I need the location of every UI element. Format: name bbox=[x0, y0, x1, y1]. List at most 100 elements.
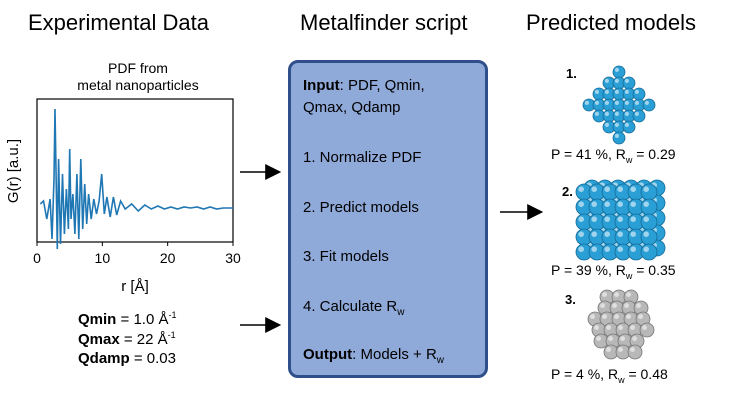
x-axis-label: r [Å] bbox=[121, 278, 149, 295]
script-input-label: Input bbox=[303, 77, 340, 94]
atom-highlight bbox=[604, 186, 610, 192]
param-qmin-value: = 1.0 Å bbox=[116, 311, 169, 328]
atom-highlight bbox=[643, 201, 649, 207]
atom-highlight bbox=[630, 201, 636, 207]
pdf-series-line bbox=[39, 108, 233, 250]
atom-highlight bbox=[618, 347, 623, 352]
atom-highlight bbox=[604, 231, 610, 237]
x-tick-label: 20 bbox=[160, 250, 176, 266]
atom-highlight bbox=[638, 314, 643, 319]
atom-highlight bbox=[604, 78, 609, 83]
model-2-number: 2. bbox=[562, 184, 573, 199]
param-qdamp-value: = 0.03 bbox=[129, 350, 176, 367]
atom-highlight bbox=[596, 336, 601, 341]
script-input-text: : PDF, Qmin, bbox=[339, 77, 425, 94]
atom-highlight bbox=[614, 292, 619, 297]
model-1-rw-value: = 0.29 bbox=[632, 146, 676, 162]
param-qmax: Qmax = 22 Å-1 bbox=[78, 330, 248, 350]
script-input-line2: Qmax, Qdamp bbox=[303, 99, 401, 116]
atom-highlight bbox=[578, 231, 584, 237]
chart-title-line2: metal nanoparticles bbox=[77, 77, 198, 93]
metalfinder-script-heading: Metalfinder script bbox=[300, 10, 468, 35]
atom-highlight bbox=[643, 246, 649, 252]
x-tick-label: 30 bbox=[225, 250, 241, 266]
atom-sphere bbox=[642, 98, 656, 112]
atom-highlight bbox=[624, 122, 629, 127]
atom-sphere bbox=[622, 120, 636, 134]
atom-highlight bbox=[642, 325, 647, 330]
atom-highlight bbox=[618, 325, 623, 330]
model-3-probability: P = 4 %, R bbox=[551, 366, 619, 382]
atom-highlight bbox=[630, 186, 636, 192]
atom-highlight bbox=[617, 186, 623, 192]
atom-highlight bbox=[626, 314, 631, 319]
atom-highlight bbox=[630, 325, 635, 330]
plot-frame bbox=[36, 98, 234, 243]
atom-sphere bbox=[632, 87, 646, 101]
atom-highlight bbox=[630, 246, 636, 252]
atom-highlight bbox=[604, 246, 610, 252]
param-qmin: Qmin = 1.0 Å-1 bbox=[78, 310, 248, 330]
atom-sphere bbox=[640, 198, 658, 216]
atom-highlight bbox=[584, 100, 589, 105]
script-step-calculate-text: 4. Calculate R bbox=[303, 298, 398, 315]
atom-highlight bbox=[578, 201, 584, 207]
atom-highlight bbox=[591, 246, 597, 252]
atom-highlight bbox=[614, 122, 619, 127]
model-2-rw-sub: w bbox=[625, 270, 633, 281]
atom-highlight bbox=[624, 303, 629, 308]
atom-highlight bbox=[604, 100, 609, 105]
model-1-octahedral-cluster bbox=[582, 65, 656, 145]
chart-title-line1: PDF from bbox=[108, 60, 168, 76]
param-qdamp-name: Qdamp bbox=[78, 350, 130, 367]
model-2-caption: P = 39 %, Rw = 0.35 bbox=[551, 262, 676, 281]
atom-highlight bbox=[624, 111, 629, 116]
atom-highlight bbox=[591, 186, 597, 192]
atom-highlight bbox=[643, 231, 649, 237]
atom-highlight bbox=[643, 186, 649, 192]
script-step-normalize: 1. Normalize PDF bbox=[303, 149, 422, 166]
atom-highlight bbox=[602, 314, 607, 319]
atom-highlight bbox=[614, 67, 619, 72]
atom-highlight bbox=[632, 336, 637, 341]
script-output-sub: w bbox=[436, 355, 445, 366]
atom-highlight bbox=[634, 89, 639, 94]
atom-highlight bbox=[600, 303, 605, 308]
atom-highlight bbox=[578, 216, 584, 222]
atom-highlight bbox=[590, 314, 595, 319]
predicted-models-heading: Predicted models bbox=[526, 10, 696, 35]
atom-highlight bbox=[614, 100, 619, 105]
script-output-line: Output: Models + Rw bbox=[303, 346, 444, 366]
atom-sphere bbox=[640, 213, 658, 231]
script-output-label: Output bbox=[303, 346, 353, 363]
param-qmax-name: Qmax bbox=[78, 331, 120, 348]
param-qdamp: Qdamp = 0.03 bbox=[78, 350, 248, 370]
script-output-text: : Models + R bbox=[352, 346, 437, 363]
param-qmax-value: = 22 Å bbox=[119, 331, 168, 348]
model-1-number: 1. bbox=[566, 66, 577, 81]
atom-highlight bbox=[604, 89, 609, 94]
atom-highlight bbox=[624, 78, 629, 83]
atom-highlight bbox=[591, 231, 597, 237]
atom-highlight bbox=[606, 325, 611, 330]
atom-sphere bbox=[632, 109, 646, 123]
atom-highlight bbox=[626, 292, 631, 297]
atom-highlight bbox=[604, 111, 609, 116]
script-input-line1: Input: PDF, Qmin, bbox=[303, 77, 425, 94]
x-tick-label: 10 bbox=[95, 250, 111, 266]
atom-highlight bbox=[624, 100, 629, 105]
atom-sphere bbox=[612, 65, 626, 79]
model-2-probability: P = 39 %, R bbox=[551, 262, 626, 278]
atom-highlight bbox=[612, 303, 617, 308]
atom-highlight bbox=[614, 314, 619, 319]
atom-highlight bbox=[644, 100, 649, 105]
model-2-rw-value: = 0.35 bbox=[632, 262, 676, 278]
script-step-calculate-sub: w bbox=[397, 307, 405, 318]
atom-highlight bbox=[634, 111, 639, 116]
atom-highlight bbox=[594, 100, 599, 105]
atom-highlight bbox=[617, 216, 623, 222]
atom-highlight bbox=[594, 111, 599, 116]
model-3-decahedral-cluster bbox=[587, 289, 655, 360]
atom-highlight bbox=[617, 246, 623, 252]
atom-highlight bbox=[591, 201, 597, 207]
